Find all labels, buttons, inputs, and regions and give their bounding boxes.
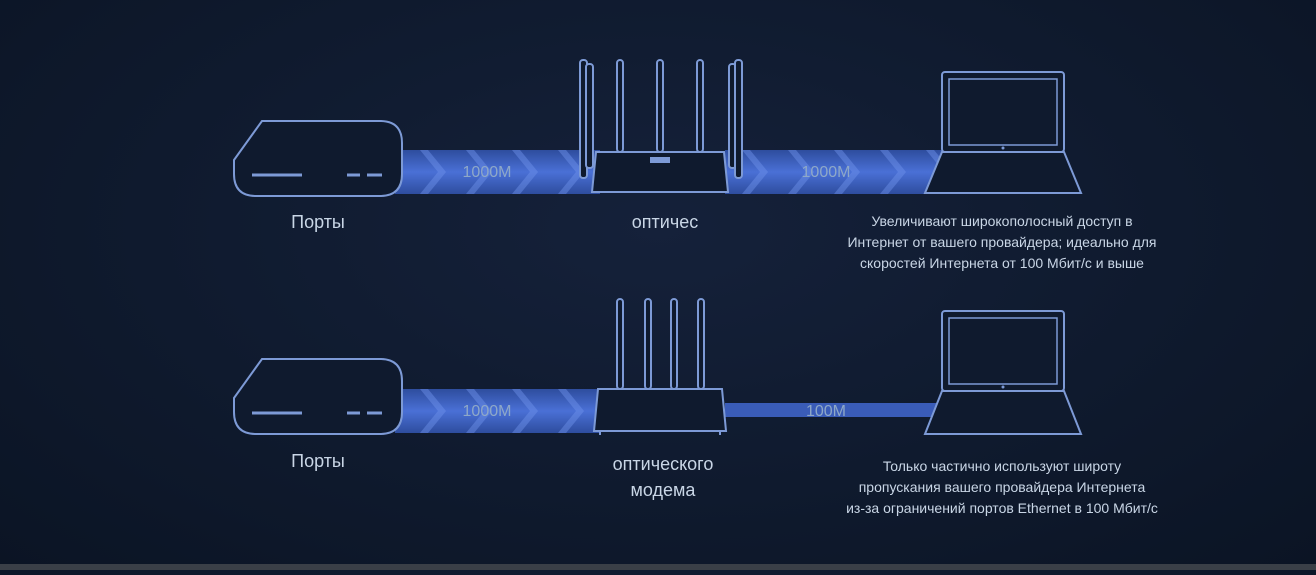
description-1-line-3: скоростей Интернета от 100 Мбит/с и выше	[860, 255, 1144, 271]
description-2-line-1: Только частично используют широту	[882, 458, 1122, 474]
band-modem-router-2	[395, 389, 600, 433]
description-1-line-2: Интернет от вашего провайдера; идеально …	[847, 234, 1157, 250]
description-1-line-1: Увеличивают широкополосный доступ в	[871, 213, 1133, 229]
modem-caption-2: Порты	[291, 451, 345, 471]
description-2-line-3: из-за ограничений портов Ethernet в 100 …	[846, 500, 1158, 516]
router-caption-2-line-2: модема	[630, 480, 696, 500]
description-1: Увеличивают широкополосный доступ в Инте…	[812, 211, 1192, 274]
router-icon-1	[579, 59, 743, 193]
router-caption-2-line-1: оптического	[612, 454, 714, 474]
router-caption-1: оптичес	[585, 212, 745, 233]
band-router-laptop-2	[725, 403, 940, 417]
modem-icon-2	[233, 358, 403, 435]
speed-label-in-1: 1000M	[463, 164, 512, 181]
modem-caption-1: Порты	[291, 212, 345, 232]
description-2: Только частично используют широту пропус…	[812, 456, 1192, 519]
laptop-icon-1	[923, 71, 1083, 194]
band-modem-router-1	[395, 150, 600, 194]
modem-icon-1	[233, 120, 403, 197]
router-caption-1-line-1: оптичес	[631, 212, 699, 232]
description-2-line-2: пропускания вашего провайдера Интернета	[858, 479, 1146, 495]
router-caption-2: оптического модема	[583, 451, 743, 503]
speed-label-out-2: 100M	[806, 403, 846, 420]
laptop-icon-2	[923, 310, 1083, 435]
router-icon-2	[592, 298, 728, 435]
bottom-bar	[0, 564, 1316, 570]
speed-label-in-2: 1000M	[463, 403, 512, 420]
band-router-laptop-1	[725, 150, 950, 194]
speed-label-out-1: 1000M	[802, 164, 851, 181]
